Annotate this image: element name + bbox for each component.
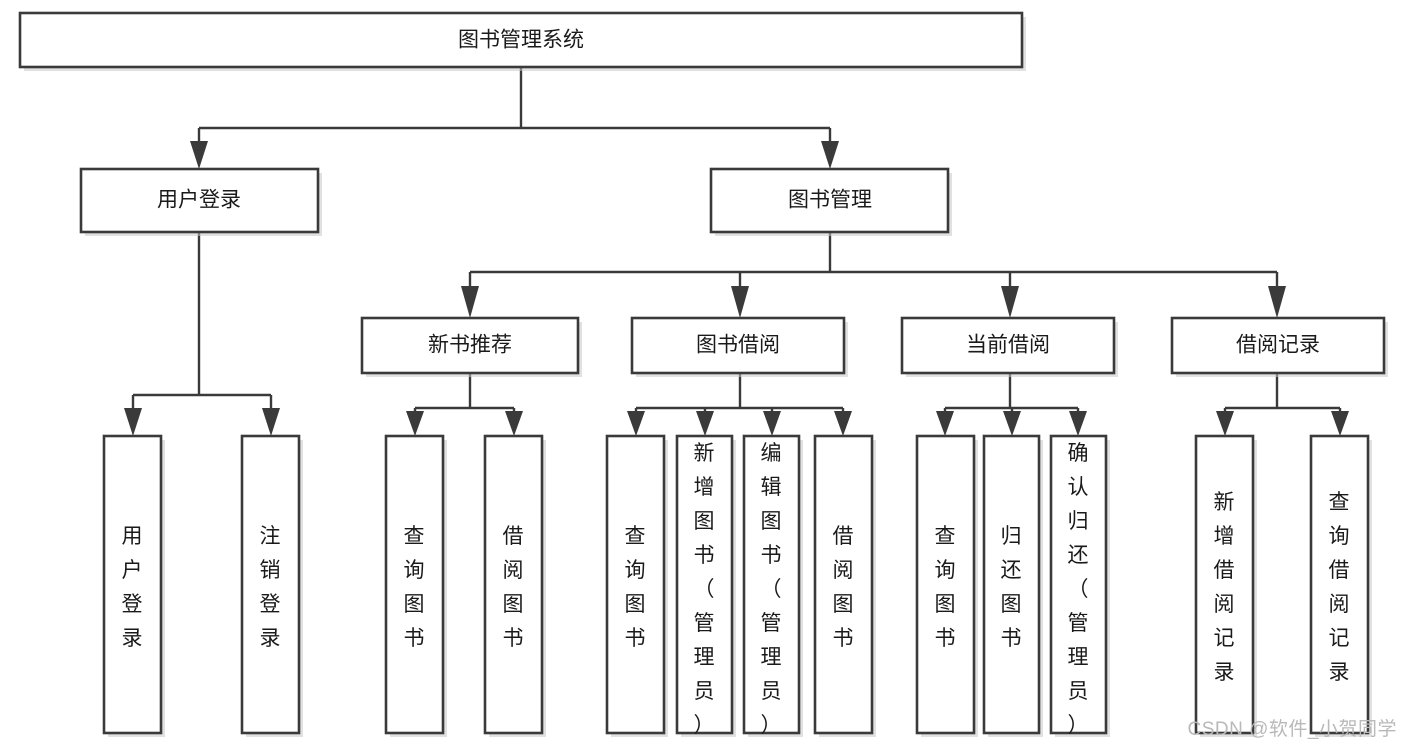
arrowhead-leaf-query-book-1 — [406, 411, 424, 436]
arrowhead-leaf-user-login — [124, 408, 142, 436]
node-leaf-confirm-return[interactable]: 确认归还（管理员） — [1049, 434, 1110, 737]
node-borrow-record-label: 借阅记录 — [1236, 334, 1320, 357]
connector-layer — [124, 67, 1349, 436]
arrowhead-leaf-query-book-3 — [936, 411, 954, 436]
arrowhead-book-management — [821, 141, 839, 169]
node-new-book-recommend-label: 新书推荐 — [428, 334, 512, 357]
node-borrow-record-box[interactable] — [1170, 316, 1386, 375]
node-new-book-recommend[interactable]: 新书推荐 — [360, 316, 582, 377]
arrowhead-leaf-query-record — [1331, 411, 1349, 436]
node-leaf-query-book-2[interactable]: 查询图书 — [605, 434, 668, 737]
node-leaf-add-record[interactable]: 新增借阅记录 — [1194, 434, 1257, 737]
node-leaf-borrow-book-2-box[interactable] — [813, 434, 874, 735]
node-leaf-edit-book-label: 编辑图书（管理员） — [761, 442, 782, 737]
node-book-borrow-box[interactable] — [630, 316, 846, 375]
node-leaf-query-book-1-box[interactable] — [384, 434, 445, 735]
arrowhead-leaf-logout — [262, 408, 280, 436]
node-leaf-logout-label: 注销登录 — [260, 525, 281, 650]
node-new-book-recommend-box[interactable] — [360, 316, 580, 375]
node-leaf-edit-book-box[interactable] — [742, 434, 801, 735]
node-book-management-label: 图书管理 — [788, 189, 872, 212]
node-leaf-query-book-1-label: 查询图书 — [404, 525, 425, 650]
leaf-nodes-layer: 用户登录 注销登录 查询图书 借阅图书 查询图书 — [102, 434, 1372, 737]
node-book-borrow[interactable]: 图书借阅 — [630, 316, 848, 377]
arrowhead-leaf-query-book-2 — [627, 411, 645, 436]
node-leaf-add-record-label: 新增借阅记录 — [1214, 491, 1235, 684]
node-borrow-record[interactable]: 借阅记录 — [1170, 316, 1388, 377]
arrowhead-book-borrow — [731, 286, 749, 318]
node-book-management[interactable]: 图书管理 — [709, 167, 952, 236]
node-book-management-box[interactable] — [709, 167, 950, 234]
node-leaf-return-book-box[interactable] — [982, 434, 1041, 735]
node-book-borrow-label: 图书借阅 — [696, 334, 780, 357]
node-root[interactable]: 图书管理系统 — [18, 11, 1026, 71]
arrowhead-leaf-borrow-book-1 — [505, 411, 523, 436]
node-root-label: 图书管理系统 — [458, 29, 584, 52]
node-leaf-logout-box[interactable] — [240, 434, 301, 735]
node-current-borrow-box[interactable] — [900, 316, 1116, 375]
node-current-borrow-label: 当前借阅 — [966, 334, 1050, 357]
arrowhead-leaf-add-record — [1216, 411, 1234, 436]
arrowhead-current-borrow — [1001, 286, 1019, 318]
node-user-login[interactable]: 用户登录 — [79, 167, 322, 236]
node-leaf-query-record-box[interactable] — [1309, 434, 1370, 735]
node-user-login-box[interactable] — [79, 167, 320, 234]
arrowhead-borrow-record — [1268, 286, 1286, 318]
node-leaf-query-book-3[interactable]: 查询图书 — [915, 434, 978, 737]
node-leaf-confirm-return-label: 确认归还（管理员） — [1068, 442, 1089, 737]
node-leaf-add-book-label: 新增图书（管理员） — [694, 442, 715, 737]
node-leaf-borrow-book-2-label: 借阅图书 — [833, 525, 854, 650]
arrowhead-leaf-return-book — [1003, 411, 1021, 436]
node-leaf-borrow-book-1-label: 借阅图书 — [503, 525, 524, 650]
node-leaf-user-login[interactable]: 用户登录 — [102, 434, 165, 737]
node-leaf-query-book-3-label: 查询图书 — [935, 525, 956, 650]
node-leaf-query-book-1[interactable]: 查询图书 — [384, 434, 447, 737]
arrowhead-user-login — [190, 141, 208, 169]
node-current-borrow[interactable]: 当前借阅 — [900, 316, 1118, 377]
arrowhead-leaf-add-book — [696, 411, 714, 436]
node-leaf-add-book-box[interactable] — [675, 434, 734, 735]
node-leaf-query-book-2-box[interactable] — [605, 434, 666, 735]
node-root-box[interactable] — [18, 11, 1024, 69]
node-leaf-borrow-book-1[interactable]: 借阅图书 — [483, 434, 546, 737]
arrowhead-new-book-recommend — [461, 286, 479, 318]
node-leaf-borrow-book-2[interactable]: 借阅图书 — [813, 434, 876, 737]
node-leaf-logout[interactable]: 注销登录 — [240, 434, 303, 737]
node-leaf-add-book[interactable]: 新增图书（管理员） — [675, 434, 736, 737]
node-leaf-borrow-book-1-box[interactable] — [483, 434, 544, 735]
node-leaf-query-record[interactable]: 查询借阅记录 — [1309, 434, 1372, 737]
arrowhead-leaf-borrow-book-2 — [834, 411, 852, 436]
node-leaf-user-login-box[interactable] — [102, 434, 163, 735]
node-leaf-return-book-label: 归还图书 — [1001, 525, 1022, 650]
node-leaf-add-record-box[interactable] — [1194, 434, 1255, 735]
node-leaf-confirm-return-box[interactable] — [1049, 434, 1108, 735]
arrowhead-leaf-edit-book — [763, 411, 781, 436]
arrowhead-leaf-confirm-return — [1069, 411, 1087, 436]
node-leaf-edit-book[interactable]: 编辑图书（管理员） — [742, 434, 803, 737]
node-user-login-label: 用户登录 — [157, 189, 241, 212]
node-leaf-query-book-3-box[interactable] — [915, 434, 976, 735]
node-leaf-query-record-label: 查询借阅记录 — [1329, 491, 1350, 684]
node-leaf-query-book-2-label: 查询图书 — [625, 525, 646, 650]
node-leaf-user-login-label: 用户登录 — [122, 525, 143, 650]
node-leaf-return-book[interactable]: 归还图书 — [982, 434, 1043, 737]
